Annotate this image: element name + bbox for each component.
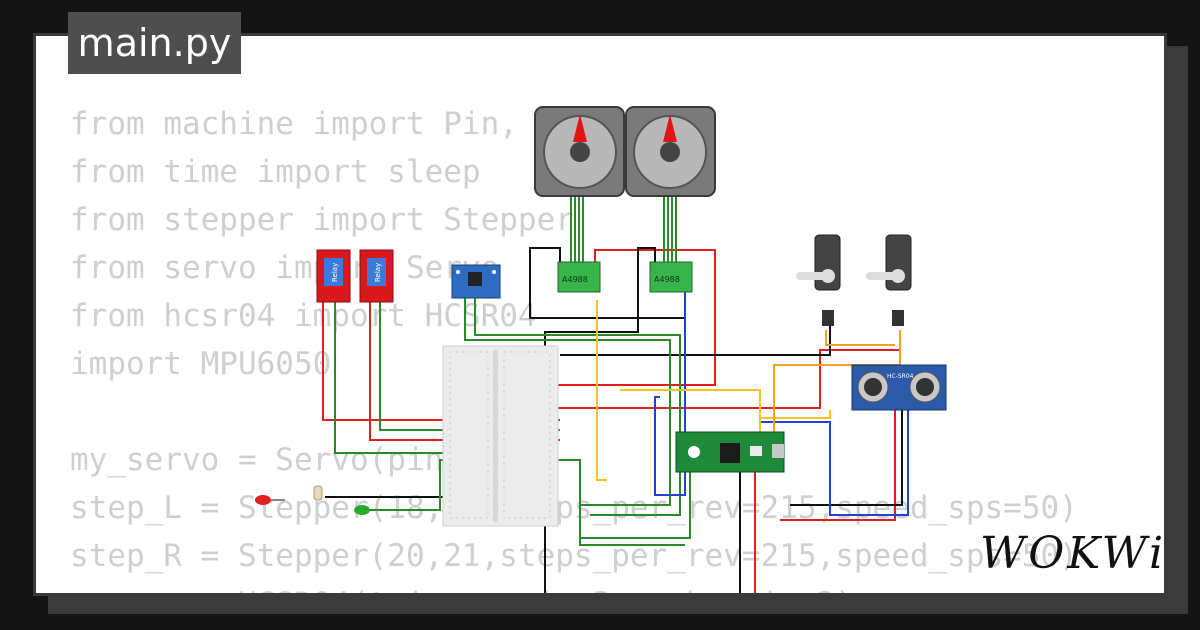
servo-motor bbox=[866, 234, 912, 326]
relay-module: Relay bbox=[316, 249, 351, 303]
wire bbox=[760, 410, 831, 419]
code-line: import MPU6050 bbox=[70, 346, 332, 382]
servo-motor bbox=[796, 234, 841, 326]
circuit-diagram: A4988 A4988 Relay Relay bbox=[255, 106, 947, 593]
wire bbox=[358, 459, 691, 539]
driver-label: A4988 bbox=[562, 275, 588, 284]
relay-label: Relay bbox=[331, 263, 339, 282]
relay-module: Relay bbox=[359, 249, 394, 303]
wire bbox=[825, 330, 895, 346]
resistor bbox=[313, 485, 323, 501]
wire bbox=[560, 325, 831, 356]
wire bbox=[654, 285, 686, 496]
red-led bbox=[255, 495, 285, 505]
wire bbox=[570, 195, 584, 265]
code-line: from stepper import Stepper bbox=[70, 202, 574, 238]
code-line: sensor = HCSR04(trigger_pin=3, echo_pin=… bbox=[70, 580, 1078, 593]
code-line: from hcsr04 import HCSR04 bbox=[70, 298, 537, 334]
ultrasonic-sensor: HC-SR04 bbox=[851, 364, 947, 411]
wokwi-logo: WOKWi bbox=[980, 528, 1167, 579]
wire bbox=[596, 300, 607, 481]
wire bbox=[790, 405, 903, 506]
file-tab: main.py bbox=[68, 12, 241, 74]
stepper-driver: A4988 bbox=[649, 261, 693, 293]
stepper-driver: A4988 bbox=[557, 261, 601, 293]
wire bbox=[464, 297, 685, 546]
wire bbox=[780, 405, 896, 521]
sensor-label: HC-SR04 bbox=[887, 373, 914, 380]
mpu6050-module bbox=[451, 264, 501, 299]
stepper-motor bbox=[534, 106, 625, 197]
green-led bbox=[354, 505, 370, 515]
wires bbox=[322, 195, 909, 593]
breadboard bbox=[442, 345, 559, 527]
relay-label: Relay bbox=[374, 263, 382, 282]
wire bbox=[663, 195, 677, 265]
driver-label: A4988 bbox=[654, 275, 680, 284]
wire bbox=[474, 297, 681, 516]
code-line: from time import sleep bbox=[70, 154, 481, 190]
wire bbox=[545, 349, 900, 409]
stepper-motor bbox=[625, 106, 716, 197]
pico-board bbox=[675, 431, 785, 473]
